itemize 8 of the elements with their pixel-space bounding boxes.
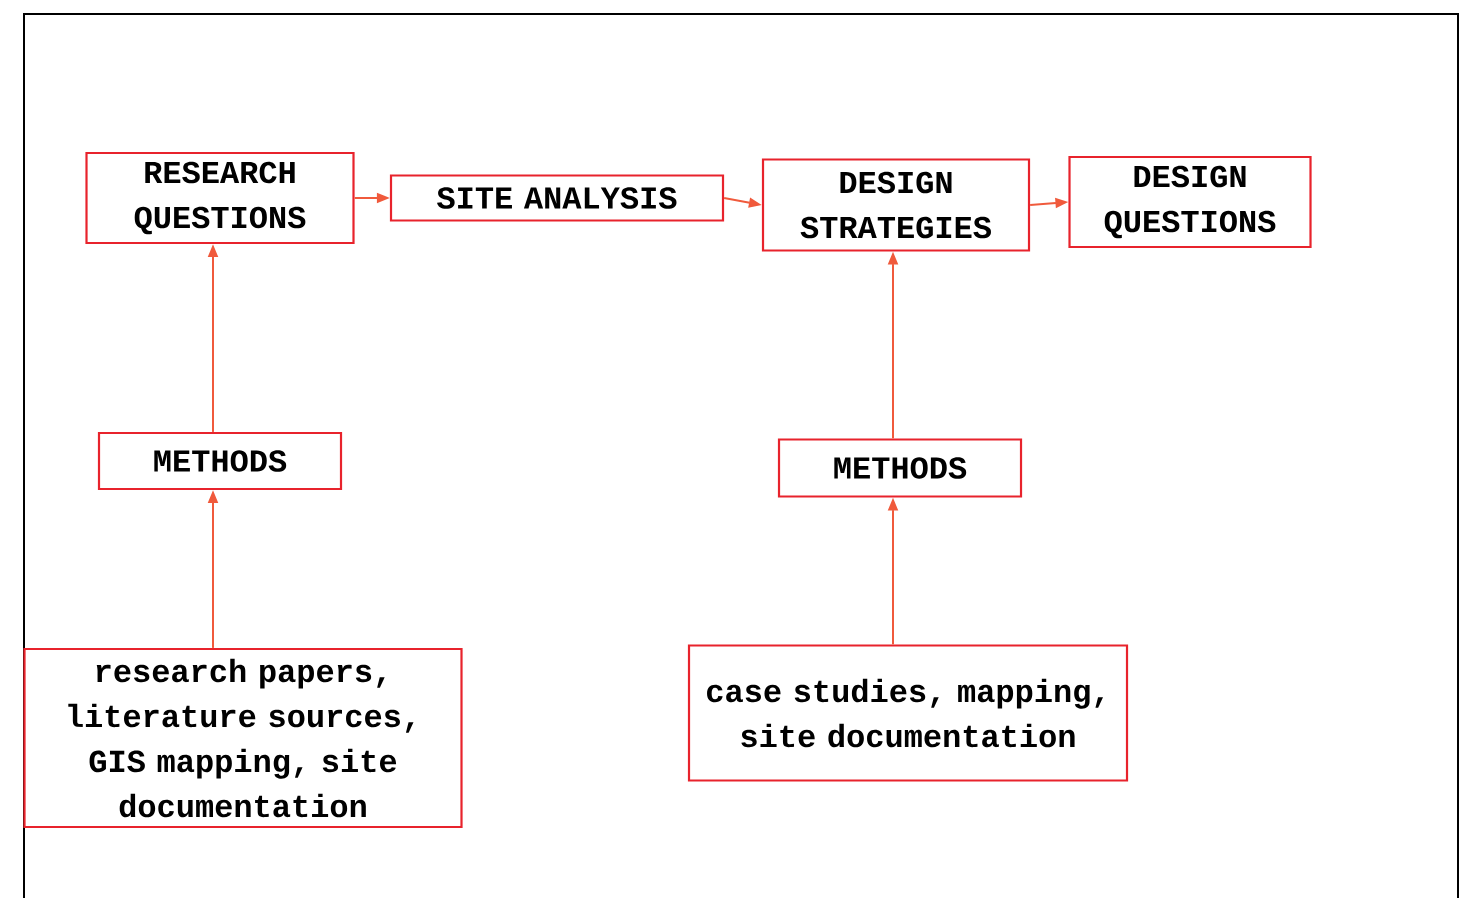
process-box: SITE ANALYSIS <box>389 174 725 222</box>
process-box: METHODS <box>97 431 343 491</box>
process-box: METHODS <box>777 438 1023 498</box>
method-box: case studies, mapping, site documentation <box>687 644 1129 782</box>
process-box: DESIGN QUESTIONS <box>1068 155 1312 249</box>
method-box: research papers, literature sources, GIS mapping, site documentation <box>23 647 463 829</box>
process-box: DESIGN STRATEGIES <box>761 158 1031 252</box>
process-box: RESEARCH QUESTIONS <box>85 151 355 245</box>
